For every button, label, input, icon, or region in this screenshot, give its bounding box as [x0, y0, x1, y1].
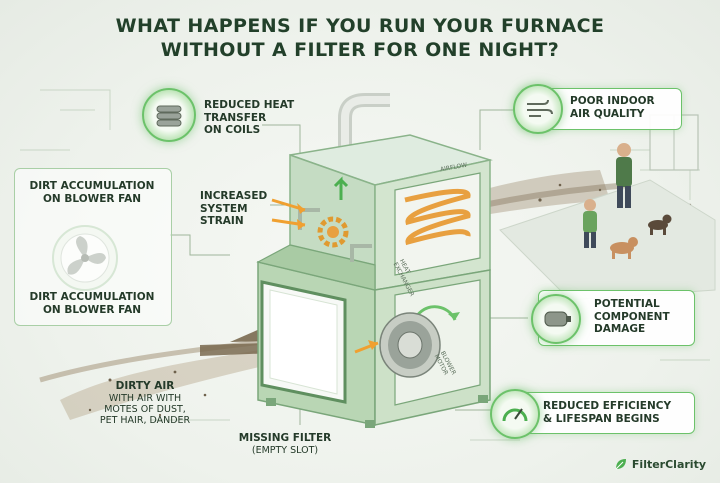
poor-air-label: POOR INDOOR AIR QUALITY: [570, 95, 655, 120]
poor-air-line-1: POOR INDOOR: [570, 95, 655, 107]
gauge-icon: [490, 389, 540, 439]
dirt-top-line-2: ON BLOWER FAN: [43, 192, 141, 205]
efficiency-line-2: & LIFESPAN BEGINS: [543, 412, 660, 425]
dirty-air-title: DIRTY AIR: [115, 380, 175, 392]
damage-line-1: POTENTIAL: [594, 298, 660, 310]
dirty-air-desc-2: MOTES OF DUST,: [104, 403, 186, 415]
dirty-air-desc-1: WITH AIR WITH: [108, 392, 182, 404]
damage-line-3: DAMAGE: [594, 323, 646, 335]
missing-filter-title: MISSING FILTER: [238, 432, 332, 444]
dirt-label-top: DIRT ACCUMULATION ON BLOWER FAN: [14, 180, 170, 205]
efficiency-line-1: REDUCED EFFICIENCY: [543, 400, 672, 412]
reduced-heat-line-1: REDUCED HEAT: [204, 99, 295, 111]
efficiency-label: REDUCED EFFICIENCY & LIFESPAN BEGINS: [543, 400, 671, 425]
strain-line-3: STRAIN: [200, 215, 244, 227]
system-strain-label: INCREASED SYSTEM STRAIN: [200, 190, 267, 228]
brand-logo: FilterClarity: [614, 457, 706, 471]
dirt-bottom-line-2: ON BLOWER FAN: [43, 303, 141, 316]
furnace-unit: [256, 134, 493, 428]
title-line-2: WITHOUT A FILTER FOR ONE NIGHT?: [160, 39, 560, 61]
dirt-bottom-line-1: DIRT ACCUMULATION: [29, 291, 155, 303]
dirt-label-bottom: DIRT ACCUMULATION ON BLOWER FAN: [14, 291, 170, 316]
damage-line-2: COMPONENT: [594, 310, 670, 323]
reduced-heat-label: REDUCED HEAT TRANSFER ON COILS: [204, 99, 294, 137]
empty-slot-text: (EMPTY SLOT): [251, 444, 319, 456]
coil-icon: [142, 88, 196, 142]
brand-logo-text: FilterClarity: [631, 457, 706, 471]
poor-air-line-2: AIR QUALITY: [570, 107, 645, 120]
dirt-accumulation-card: [14, 168, 172, 326]
strain-line-1: INCREASED: [200, 190, 268, 202]
circuit-lines: [20, 89, 710, 441]
reduced-heat-line-2: TRANSFER: [204, 111, 267, 124]
wind-icon: [513, 84, 563, 134]
dirt-top-line-1: DIRT ACCUMULATION: [29, 180, 155, 192]
dog-figures: [610, 214, 672, 259]
strain-line-2: SYSTEM: [200, 202, 248, 215]
missing-filter-label: MISSING FILTER (EMPTY SLOT): [225, 432, 345, 456]
motor-icon: [531, 294, 581, 344]
leaf-icon: [615, 459, 626, 470]
title-line-1: WHAT HAPPENS IF YOU RUN YOUR FURNACE: [115, 15, 605, 37]
dirty-air-label: DIRTY AIR WITH AIR WITH MOTES OF DUST, P…: [90, 380, 200, 426]
dirty-air-desc-3: PET HAIR, DANDER: [99, 414, 191, 426]
family-figures: [583, 143, 632, 248]
component-damage-label: POTENTIAL COMPONENT DAMAGE: [594, 298, 670, 336]
page-title: WHAT HAPPENS IF YOU RUN YOUR FURNACE WIT…: [0, 14, 720, 62]
reduced-heat-line-3: ON COILS: [204, 124, 261, 136]
